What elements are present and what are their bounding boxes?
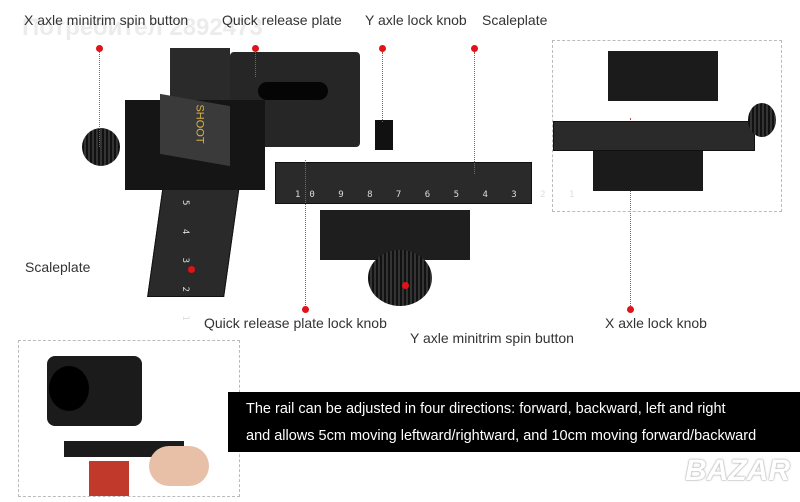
label-scaleplate-top: Scaleplate	[482, 12, 548, 28]
detail-x-lock-knob	[748, 103, 776, 137]
detail-rail	[553, 121, 755, 151]
watermark: Потребител 2892473	[22, 14, 263, 41]
callout-line	[255, 52, 256, 77]
label-y-lock-knob: Y axle lock knob	[365, 12, 467, 28]
bazar-logo: BAZAR	[685, 454, 790, 487]
label-x-minitrim: X axle minitrim spin button	[24, 12, 189, 28]
callout-dot	[188, 266, 195, 273]
callout-dot	[96, 45, 103, 52]
label-scaleplate-left: Scaleplate	[25, 259, 91, 275]
label-x-lock-knob: X axle lock knob	[605, 315, 707, 331]
tripod	[89, 461, 129, 496]
callout-line	[474, 52, 475, 174]
usage-photo-box	[18, 340, 240, 497]
info-banner: The rail can be adjusted in four directi…	[228, 392, 800, 452]
callout-line	[382, 52, 383, 122]
horizontal-scale: 10 9 8 7 6 5 4 3 2 1	[295, 190, 584, 200]
y-lock-knob[interactable]	[375, 120, 393, 150]
vertical-rail	[147, 185, 240, 297]
y-minitrim-knob[interactable]	[368, 250, 432, 306]
callout-line	[305, 160, 306, 305]
plate-slot	[258, 82, 328, 100]
x-minitrim-knob[interactable]	[82, 128, 120, 166]
label-y-minitrim: Y axle minitrim spin button	[410, 330, 574, 346]
brand-text: SHOOT	[193, 104, 206, 144]
detail-plate	[608, 51, 718, 101]
horizontal-rail	[275, 162, 532, 204]
hand	[149, 446, 209, 486]
callout-dot	[379, 45, 386, 52]
vertical-scale: 5 4 3 2 1	[180, 200, 190, 330]
label-qr-lock-knob: Quick release plate lock knob	[204, 315, 387, 331]
banner-line-1: The rail can be adjusted in four directi…	[246, 401, 726, 417]
callout-dot	[627, 306, 634, 313]
banner-line-2: and allows 5cm moving leftward/rightward…	[246, 428, 757, 444]
callout-dot	[471, 45, 478, 52]
callout-line	[99, 52, 100, 147]
callout-dot	[302, 306, 309, 313]
detail-view-box	[552, 40, 782, 212]
detail-block	[593, 151, 703, 191]
camera-lens	[49, 366, 89, 411]
callout-dot	[402, 282, 409, 289]
callout-line	[630, 118, 631, 306]
callout-dot	[252, 45, 259, 52]
label-quick-release-plate: Quick release plate	[222, 12, 342, 28]
